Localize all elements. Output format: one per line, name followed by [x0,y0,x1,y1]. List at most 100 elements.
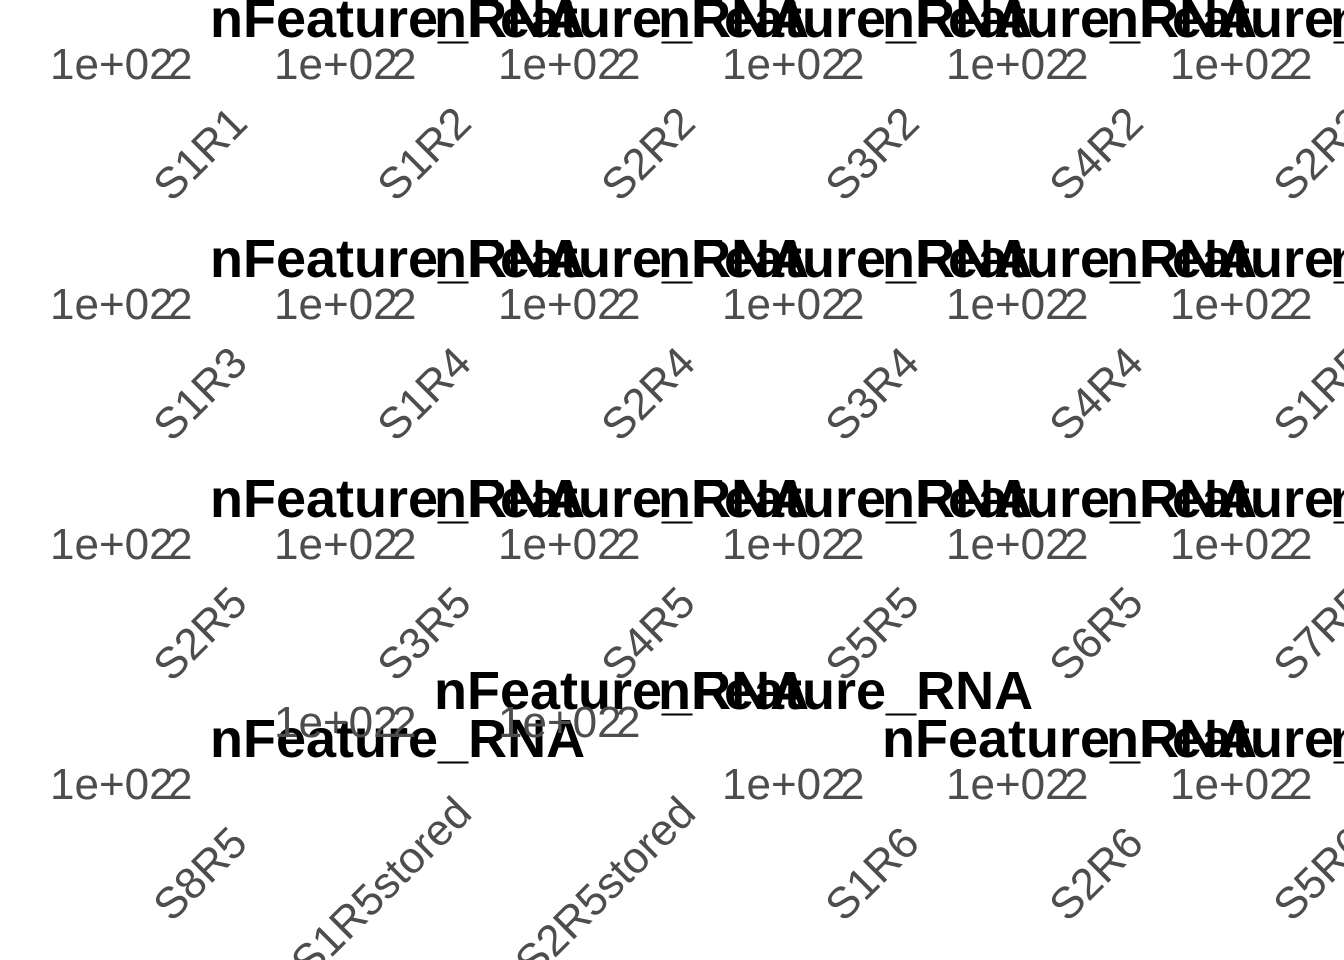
y-tick-label: 2 [1064,760,1089,809]
panel-title: nFeature_RNA [210,469,586,529]
y-tick-label: 1e+02 [498,698,622,747]
panel-title: nFeature_RNA [1106,0,1344,49]
panel-title: nFeature_RNA [1330,0,1344,46]
y-tick-label: 2 [1288,40,1313,89]
panel-title: nFeature_RNA [882,0,1258,49]
y-tick-label: 1e+02 [946,520,1070,569]
x-tick-label: S7R5 [1264,577,1344,691]
panel-title: nFeature_RNA [434,469,810,529]
y-tick-label: 1e+02 [50,520,174,569]
panel-title: nFeature_RNA [658,661,1034,721]
y-tick-label: 1e+02 [722,520,846,569]
y-tick-label: 2 [840,280,865,329]
panel-title: nFeature_RNA [1330,712,1344,766]
y-tick-label: 1e+02 [946,280,1070,329]
panel-title: nFeature_RNA [1106,229,1344,289]
y-tick-label: 2 [392,40,417,89]
y-tick-label: 2 [616,40,641,89]
y-tick-label: 1e+02 [50,280,174,329]
panel-title: nFeature_RNA [1106,469,1344,529]
y-tick-label: 2 [840,40,865,89]
panel-title: nFeature_RNA [658,0,1034,49]
y-tick-label: 1e+02 [722,280,846,329]
panel-title: nFeature_RNA [658,469,1034,529]
y-tick-label: 2 [840,520,865,569]
y-tick-label: 2 [392,280,417,329]
panel-title: nFeature_RNA [210,709,586,769]
panel-title: nFeature_RNA [1330,472,1344,526]
panel-title: nFeature_RNA [1330,232,1344,286]
panel-title: nFeature_RNA [210,0,586,49]
x-tick-label: S2R3 [1264,97,1344,211]
y-tick-label: 1e+02 [274,40,398,89]
y-tick-label: 2 [1064,40,1089,89]
y-tick-label: 1e+02 [722,40,846,89]
panel-title: nFeature_RNA [882,229,1258,289]
y-tick-label: 1e+02 [274,280,398,329]
y-tick-label: 2 [616,698,641,747]
y-tick-label: 1e+02 [498,280,622,329]
panel-title: nFeature_RNA [1106,709,1344,769]
y-tick-label: 2 [168,40,193,89]
x-tick-label: S1R5 [1264,337,1344,451]
y-tick-label: 2 [840,760,865,809]
y-tick-label: 1e+02 [1170,520,1294,569]
y-tick-label: 2 [168,760,193,809]
panel-title: nFeature_RNA [434,229,810,289]
y-tick-label: 1e+02 [1170,40,1294,89]
y-tick-label: 2 [616,280,641,329]
y-tick-label: 1e+02 [274,520,398,569]
y-tick-label: 1e+02 [722,760,846,809]
y-tick-label: 2 [168,280,193,329]
y-tick-label: 2 [1288,520,1313,569]
x-tick-label: S5R6 [1264,817,1344,931]
y-tick-label: 1e+02 [50,760,174,809]
y-tick-label: 1e+02 [498,520,622,569]
y-tick-label: 1e+02 [498,40,622,89]
panel-title: nFeature_RNA [434,0,810,49]
y-tick-label: 1e+02 [946,40,1070,89]
y-tick-label: 2 [1064,520,1089,569]
y-tick-label: 2 [1064,280,1089,329]
y-tick-label: 2 [392,520,417,569]
y-tick-label: 1e+02 [946,760,1070,809]
panel-title: nFeature_RNA [658,229,1034,289]
panel-title: nFeature_RNA [882,469,1258,529]
y-tick-label: 2 [392,698,417,747]
y-tick-label: 2 [1288,760,1313,809]
y-tick-label: 1e+02 [274,698,398,747]
y-tick-label: 2 [1288,280,1313,329]
panel-title: nFeature_RNA [210,229,586,289]
y-tick-label: 1e+02 [1170,760,1294,809]
y-tick-label: 1e+02 [1170,280,1294,329]
y-tick-label: 1e+02 [50,40,174,89]
panel-title: nFeature_RNA [882,709,1258,769]
y-tick-label: 2 [616,520,641,569]
y-tick-label: 2 [168,520,193,569]
